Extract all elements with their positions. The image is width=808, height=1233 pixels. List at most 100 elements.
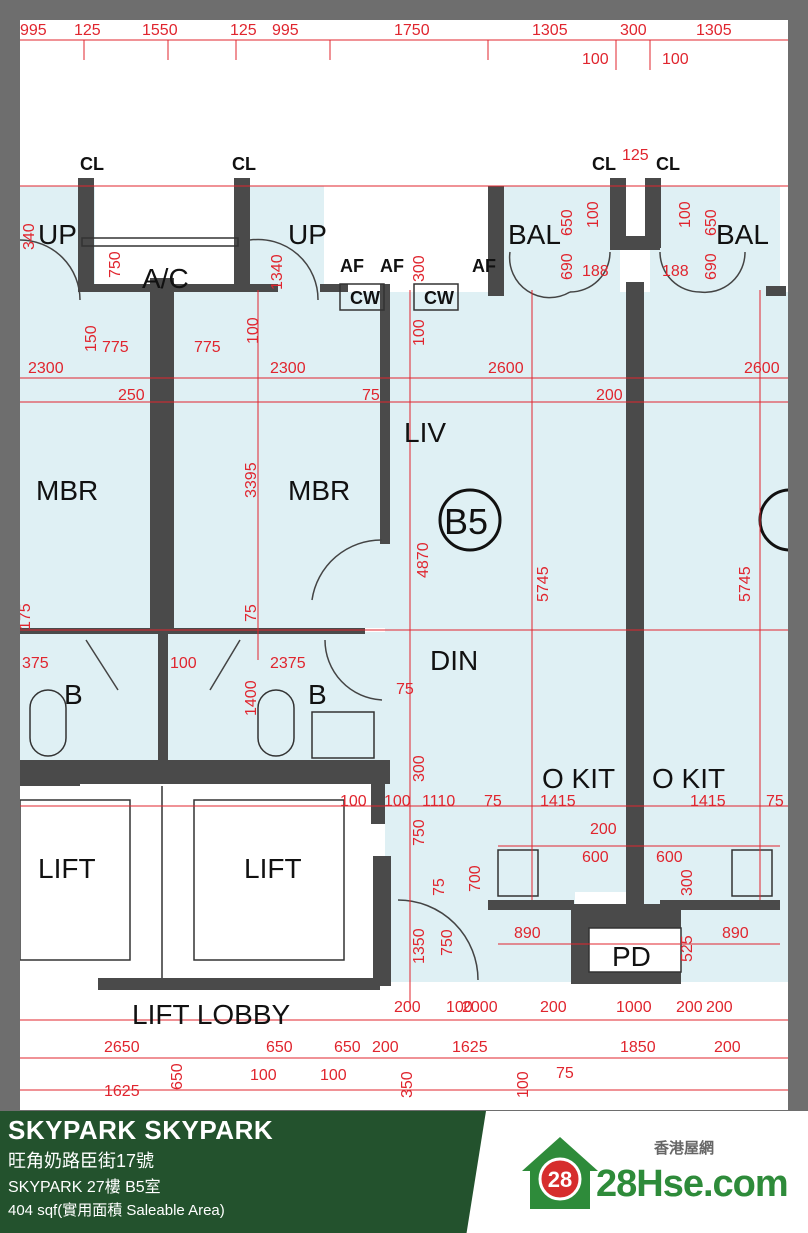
label-okit-right: O KIT (652, 763, 725, 794)
dim-750: 750 (107, 251, 124, 278)
label-up-right: UP (288, 219, 327, 250)
brand-chinese-name: 香港屋網 (654, 1140, 715, 1157)
lift-shafts (20, 786, 345, 978)
dim-890b: 890 (722, 925, 749, 942)
dim-5745b: 5745 (737, 566, 754, 602)
label-lift-left: LIFT (38, 853, 96, 884)
walls (20, 178, 786, 990)
dim-1110: 1110 (422, 793, 455, 810)
label-up-left: UP (38, 219, 77, 250)
dim-3395: 3395 (243, 462, 260, 498)
dim-700: 700 (467, 865, 484, 892)
dim-2600b: 2600 (744, 360, 780, 377)
dim-top-1750: 1750 (394, 22, 430, 39)
label-okit-left: O KIT (542, 763, 615, 794)
dim-top-125b: 125 (230, 22, 257, 39)
estate-address: 旺角奶路臣街17號 (8, 1151, 155, 1171)
unit-info: SKYPARK 27樓 B5室 (8, 1179, 161, 1196)
dimension-lines (20, 39, 788, 1091)
dim-b-200d: 200 (706, 999, 733, 1016)
dim-650a: 650 (559, 209, 576, 236)
dim-b-200a: 200 (394, 999, 421, 1016)
dim-1340: 1340 (269, 254, 286, 290)
dim-top-300: 300 (620, 22, 647, 39)
dim-r-200a: 200 (372, 1039, 399, 1056)
dim-600b: 600 (656, 849, 683, 866)
dim-750c: 750 (439, 929, 456, 956)
room-labels: CL CL CL CL UP UP A/C BAL BAL AF AF AF C… (36, 154, 769, 1030)
label-cl-4: CL (656, 154, 680, 174)
dim-100d: 100 (677, 201, 694, 228)
label-lift-right: LIFT (244, 853, 302, 884)
dim-b-2000: 2000 (462, 999, 498, 1016)
dim-2375: 2375 (270, 655, 306, 672)
dim-75d: 75 (484, 793, 502, 810)
brand-badge: 28 (548, 1167, 572, 1192)
dim-r2-100a: 100 (250, 1067, 277, 1084)
estate-title: SKYPARK SKYPARK (8, 1115, 274, 1145)
dim-5745a: 5745 (535, 566, 552, 602)
dim-100f: 100 (411, 319, 428, 346)
label-cl-1: CL (80, 154, 104, 174)
dim-100e: 100 (245, 317, 262, 344)
dim-1350: 1350 (411, 928, 428, 964)
label-bal-right: BAL (716, 219, 769, 250)
dim-r-2650: 2650 (104, 1039, 140, 1056)
dim-890a: 890 (514, 925, 541, 942)
dim-r2-650: 650 (169, 1063, 186, 1090)
dim-100g: 100 (170, 655, 197, 672)
dim-b-200b: 200 (540, 999, 567, 1016)
floor-plan: 995 125 1550 125 995 1750 1305 300 1305 … (20, 20, 788, 1110)
label-pd: PD (612, 941, 651, 972)
dim-r-1625a: 1625 (452, 1039, 488, 1056)
dim-175: 175 (20, 603, 34, 630)
dim-cl-125: 125 (622, 147, 649, 164)
label-af-1: AF (340, 256, 364, 276)
label-af-3: AF (472, 256, 496, 276)
listing-info-panel: SKYPARK SKYPARK 旺角奶路臣街17號 SKYPARK 27樓 B5… (0, 1111, 486, 1233)
brand-name: 28Hse.com (596, 1163, 789, 1205)
dim-75b: 75 (243, 604, 260, 622)
dim-r-1850: 1850 (620, 1039, 656, 1056)
dim-r2-1625: 1625 (104, 1083, 140, 1100)
dim-top-995b: 995 (272, 22, 299, 39)
dim-top-1550: 1550 (142, 22, 178, 39)
dim-375: 375 (22, 655, 49, 672)
dim-r2-100c: 100 (515, 1071, 532, 1098)
dim-1415a: 1415 (540, 793, 576, 810)
dim-1400: 1400 (243, 680, 260, 716)
label-bal-left: BAL (508, 219, 561, 250)
floor-plan-drawing: 995 125 1550 125 995 1750 1305 300 1305 … (20, 22, 788, 1100)
dim-r2-75: 75 (556, 1065, 574, 1082)
dim-r-650b: 650 (334, 1039, 361, 1056)
label-liv: LIV (404, 417, 446, 448)
dim-top-100b: 100 (662, 51, 689, 68)
dim-top-125a: 125 (74, 22, 101, 39)
dim-250: 250 (118, 387, 145, 404)
dim-top-1305b: 1305 (696, 22, 732, 39)
dim-2600a: 2600 (488, 360, 524, 377)
dim-top-1305a: 1305 (532, 22, 568, 39)
room-fills (20, 186, 788, 982)
dim-650b: 650 (703, 209, 720, 236)
listing-footer: SKYPARK SKYPARK 旺角奶路臣街17號 SKYPARK 27樓 B5… (0, 1111, 808, 1233)
dim-200b: 200 (590, 821, 617, 838)
dim-r-200b: 200 (714, 1039, 741, 1056)
dim-1415b: 1415 (690, 793, 726, 810)
label-ac: A/C (142, 263, 189, 294)
dim-600a: 600 (582, 849, 609, 866)
dim-b-100: 100 (446, 999, 473, 1016)
label-mbr-left: MBR (36, 475, 98, 506)
dim-b-1000: 1000 (616, 999, 652, 1016)
dim-200a: 200 (596, 387, 623, 404)
dimension-labels: 995 125 1550 125 995 1750 1305 300 1305 … (20, 22, 784, 1100)
label-cl-3: CL (592, 154, 616, 174)
dim-150: 150 (83, 325, 100, 352)
dim-188a: 188 (582, 263, 609, 280)
label-unit-badge: B5 (444, 501, 488, 542)
dim-2300a: 2300 (28, 360, 64, 377)
dim-r2-350: 350 (399, 1071, 416, 1098)
dim-340: 340 (21, 223, 38, 250)
dim-100h: 100 (340, 793, 367, 810)
dim-300c: 300 (679, 869, 696, 896)
